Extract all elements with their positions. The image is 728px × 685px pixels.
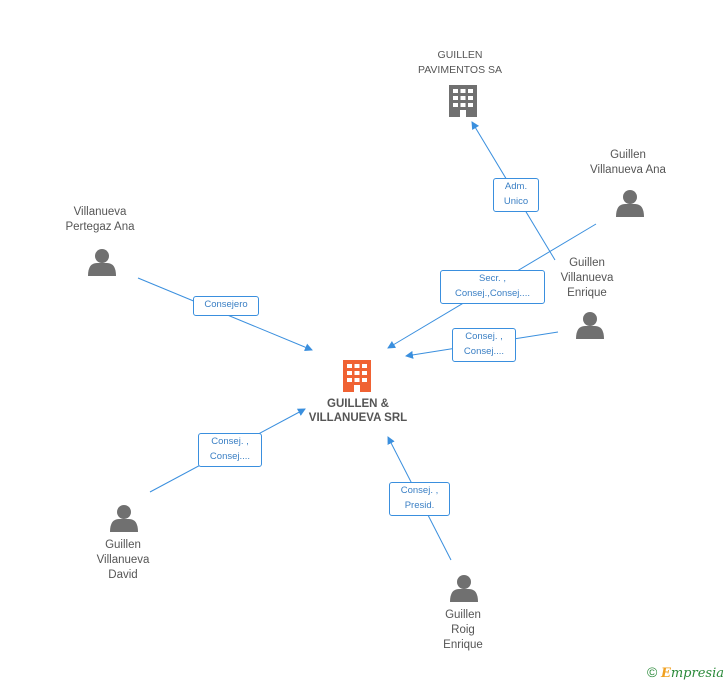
pavimentos-building-icon[interactable] [449, 85, 477, 117]
edge-label-secr: Secr. , Consej.,Consej.... [440, 270, 545, 304]
person-icon-pertegaz[interactable] [88, 249, 116, 276]
person-icon-david[interactable] [110, 505, 138, 532]
pertegaz-label[interactable]: Villanueva Pertegaz Ana [65, 206, 135, 233]
person-icon-enrique[interactable] [576, 312, 604, 339]
person-icon-ana[interactable] [616, 190, 644, 217]
edge-label-adm: Adm. Unico [493, 178, 539, 212]
pavimentos-label[interactable]: GUILLEN PAVIMENTOS SA [417, 49, 503, 76]
enrique-label[interactable]: Guillen Villanueva Enrique [560, 257, 614, 299]
edge-label-consej-roig: Consej. , Presid. [389, 482, 450, 516]
center-company-label[interactable]: GUILLEN & VILLANUEVA SRL [308, 398, 408, 424]
empresia-watermark: © Empresia [647, 664, 724, 681]
david-label[interactable]: Guillen Villanueva David [96, 539, 150, 581]
person-icon-roig[interactable] [450, 575, 478, 602]
empresia-logo: Empresia [660, 666, 724, 681]
copyright-symbol: © [646, 664, 658, 680]
center-building-icon[interactable] [343, 360, 371, 392]
roig-label[interactable]: Guillen Roig Enrique [443, 609, 483, 651]
edge-label-consej-enrique: Consej. , Consej.... [452, 328, 516, 362]
edge-label-consejero: Consejero [193, 296, 259, 316]
ana-label[interactable]: Guillen Villanueva Ana [590, 149, 666, 176]
edge-label-consej-david: Consej. , Consej.... [198, 433, 262, 467]
